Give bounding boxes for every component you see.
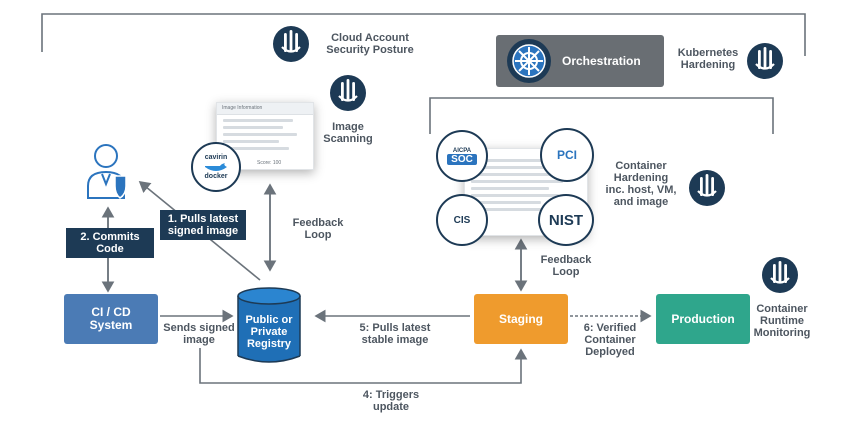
tower-logo-icon (273, 26, 309, 62)
pci-badge: PCI (540, 128, 594, 182)
pulls-signed-label: 1. Pulls latest signed image (167, 213, 239, 237)
production-box: Production (656, 294, 750, 344)
soc-label: SOC (447, 153, 477, 165)
container-hardening-label: Container Hardening inc. host, VM, and i… (605, 160, 677, 208)
cis-badge: CIS (436, 194, 488, 246)
staging-label: Staging (499, 312, 543, 326)
pulls-stable-label: 5: Pulls latest stable image (359, 322, 431, 346)
aicpa-soc-badge: AICPA SOC (436, 130, 488, 182)
staging-box: Staging (474, 294, 568, 344)
pci-label: PCI (556, 148, 577, 162)
commits-code-label: 2. Commits Code (80, 231, 140, 255)
tower-logo-icon (762, 257, 798, 293)
feedback-left-label: Feedback Loop (292, 217, 344, 241)
developer-user-icon (87, 144, 127, 199)
nist-badge: NIST (538, 194, 594, 246)
sends-signed-label: Sends signed image (163, 322, 235, 346)
verified-deployed-label: 6: Verified Container Deployed (583, 322, 637, 358)
docker-cavirin-badge: cavirin docker (191, 142, 241, 192)
orchestration-label: Orchestration (562, 54, 641, 68)
docker-whale-icon (205, 163, 227, 171)
scan-score: Score: 100 (257, 160, 282, 166)
registry-database-icon (237, 287, 301, 363)
registry-label: Public or Private Registry (245, 314, 293, 350)
feedback-right-label: Feedback Loop (540, 254, 592, 278)
registry-box: Public or Private Registry (236, 302, 302, 362)
cis-label: CIS (453, 214, 471, 226)
k8s-hardening-label: Kubernetes Hardening (677, 47, 739, 71)
kubernetes-helm-icon (507, 39, 551, 83)
pulls-signed-box: 1. Pulls latest signed image (160, 210, 246, 240)
cicd-system-box: CI / CD System (64, 294, 158, 344)
tower-logo-icon (689, 170, 725, 206)
container-runtime-label: Container Runtime Monitoring (753, 303, 811, 339)
scan-card-header: Image Information (217, 103, 313, 115)
image-scanning-label: Image Scanning (323, 121, 373, 145)
tower-logo-icon (330, 75, 366, 111)
docker-label: docker (204, 173, 228, 180)
tower-logo-icon (747, 43, 783, 79)
cloud-posture-label: Cloud Account Security Posture (326, 32, 414, 56)
triggers-update-label: 4: Triggers update (362, 389, 420, 413)
nist-label: NIST (548, 211, 584, 229)
aicpa-label: AICPA (452, 147, 472, 154)
cavirin-label: cavirin (204, 154, 228, 161)
trigger-loop (199, 348, 528, 384)
image-scan-card: Image Information Score: 100 (216, 102, 314, 170)
commits-code-box: 2. Commits Code (66, 228, 154, 258)
production-label: Production (671, 312, 735, 326)
outer-bracket (41, 13, 806, 56)
inner-bracket (429, 97, 774, 134)
cicd-label: CI / CD System (89, 305, 133, 332)
